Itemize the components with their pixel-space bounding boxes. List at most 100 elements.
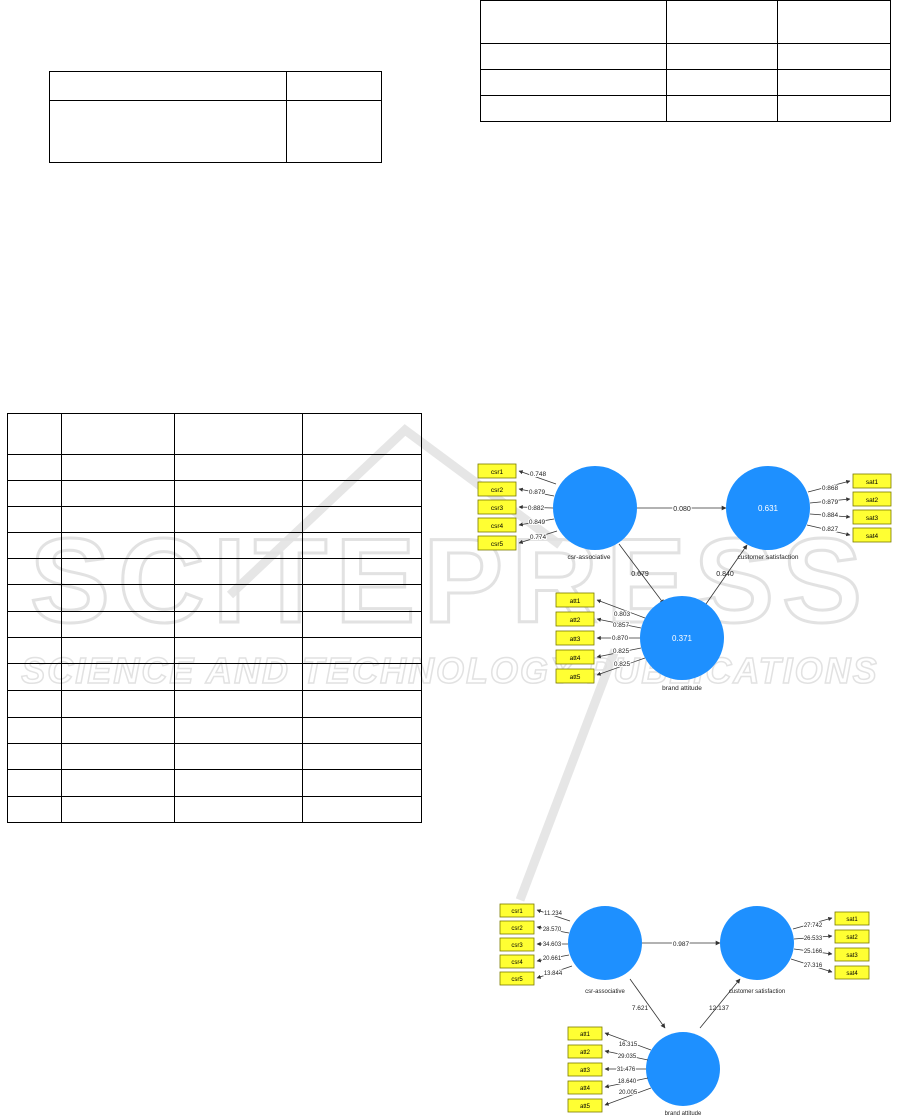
- table-cell: [302, 454, 422, 481]
- table-cell: [174, 717, 303, 744]
- construct-label-csr: csr-associative: [585, 989, 625, 995]
- construct-csr-associative: [568, 906, 642, 980]
- table-cell: [49, 71, 287, 101]
- table-row: [480, 95, 891, 122]
- indicator-box: [834, 929, 870, 944]
- indicator-tvalue: 27.742: [804, 923, 823, 929]
- indicator-tvalue: 28.570: [543, 927, 562, 933]
- indicator-label: att1: [580, 1032, 591, 1038]
- table-row: [7, 637, 422, 664]
- indicator-box: [567, 1062, 603, 1077]
- indicator-box: [555, 611, 595, 627]
- table-cell: [61, 454, 175, 481]
- indicator-label: att1: [570, 598, 581, 605]
- table-cell: [174, 690, 303, 718]
- indicator-label: csr1: [511, 909, 523, 915]
- indicator-box: [477, 517, 517, 533]
- indicator-box: [499, 954, 535, 969]
- indicator-loading: 0.849: [529, 519, 546, 526]
- table-cell: [777, 0, 891, 44]
- table-cell: [7, 532, 62, 559]
- table-cell: [302, 506, 422, 533]
- construct-value-sat: 0.631: [758, 504, 779, 513]
- table-row: [7, 532, 422, 559]
- indicator-group-sat: sat1 sat2 sat3 sat4 0.868 0.879 0.884 0.…: [806, 473, 892, 543]
- table-cell: [7, 611, 62, 638]
- table-cell: [174, 663, 303, 691]
- path-arrow-att-sat: [705, 544, 748, 605]
- table-row: [7, 769, 422, 797]
- table-row: [49, 71, 382, 101]
- indicator-group-att: att1 att2 att3 att4 att5 16.315 29.035 3…: [567, 1026, 652, 1113]
- indicator-tvalue: 18.640: [618, 1079, 637, 1085]
- path-tvalue-csr-att: 7.621: [632, 1005, 649, 1012]
- indicator-loading: 0.884: [822, 512, 839, 519]
- table-cell: [174, 480, 303, 507]
- indicator-group-csr: csr1 csr2 csr3 csr4 csr5 0.748 0.879 0.8…: [477, 463, 558, 551]
- table-cell: [302, 743, 422, 770]
- indicator-box: [555, 668, 595, 684]
- construct-label-att: brand attitude: [665, 1111, 702, 1117]
- construct-csr-associative: [553, 466, 637, 550]
- table-cell: [7, 506, 62, 533]
- indicator-loading: 0.870: [612, 635, 629, 642]
- table-cell: [480, 0, 667, 44]
- indicator-box: [852, 527, 892, 543]
- table-cell: [61, 717, 175, 744]
- path-coefficient-att-sat: 0.840: [716, 571, 734, 578]
- indicator-loading: 0.774: [530, 534, 547, 541]
- table-c: [7, 413, 422, 823]
- table-row: [7, 413, 422, 455]
- table-row: [7, 690, 422, 718]
- table-cell: [302, 480, 422, 507]
- table-cell: [174, 611, 303, 638]
- table-cell: [777, 69, 891, 96]
- indicator-box: [555, 649, 595, 665]
- indicator-label: csr5: [491, 541, 504, 548]
- indicator-box: [852, 473, 892, 489]
- indicator-box: [555, 592, 595, 608]
- indicator-group-sat: sat1 sat2 sat3 sat4 27.742 26.533 25.166…: [790, 911, 870, 980]
- table-cell: [61, 743, 175, 770]
- table-b: [480, 0, 891, 122]
- table-cell: [286, 100, 382, 163]
- path-tvalue-csr-sat: 0.987: [673, 941, 690, 948]
- indicator-box: [477, 499, 517, 515]
- indicator-label: csr2: [491, 487, 504, 494]
- table-cell: [7, 480, 62, 507]
- indicator-label: sat4: [866, 533, 879, 540]
- path-arrow-att-sat: [699, 978, 741, 1029]
- table-cell: [61, 532, 175, 559]
- path-coefficient-csr-sat: 0.080: [673, 506, 691, 513]
- indicator-label: att2: [580, 1050, 591, 1056]
- table-cell: [480, 43, 667, 70]
- table-cell: [666, 95, 778, 122]
- construct-label-sat: customer satisfaction: [729, 989, 785, 995]
- table-cell: [666, 0, 778, 44]
- table-cell: [480, 95, 667, 122]
- indicator-label: sat1: [866, 479, 879, 486]
- construct-customer-satisfaction: [726, 466, 810, 550]
- indicator-tvalue: 13.844: [544, 971, 563, 977]
- indicator-box: [477, 535, 517, 551]
- indicator-loading: 0.857: [613, 622, 630, 629]
- indicator-label: sat1: [846, 917, 858, 923]
- table-cell: [61, 663, 175, 691]
- table-cell: [302, 796, 422, 823]
- table-cell: [174, 506, 303, 533]
- model-diagram-tvalues: 0.987 7.621 12.137 csr-associative custo…: [499, 903, 870, 1117]
- table-cell: [302, 413, 422, 455]
- table-row: [480, 43, 891, 70]
- table-row: [480, 0, 891, 44]
- table-cell: [61, 769, 175, 797]
- indicator-tvalue: 11.234: [544, 911, 563, 917]
- table-row: [480, 69, 891, 96]
- indicator-tvalue: 20.661: [543, 956, 562, 962]
- construct-label-att: brand attitude: [662, 685, 702, 692]
- table-row: [7, 663, 422, 691]
- indicator-group-att: att1 att2 att3 att4 att5 0.803 0.857 0.8…: [555, 592, 646, 684]
- path-tvalue-att-sat: 12.137: [709, 1005, 729, 1012]
- table-cell: [61, 637, 175, 664]
- table-cell: [61, 796, 175, 823]
- table-cell: [7, 454, 62, 481]
